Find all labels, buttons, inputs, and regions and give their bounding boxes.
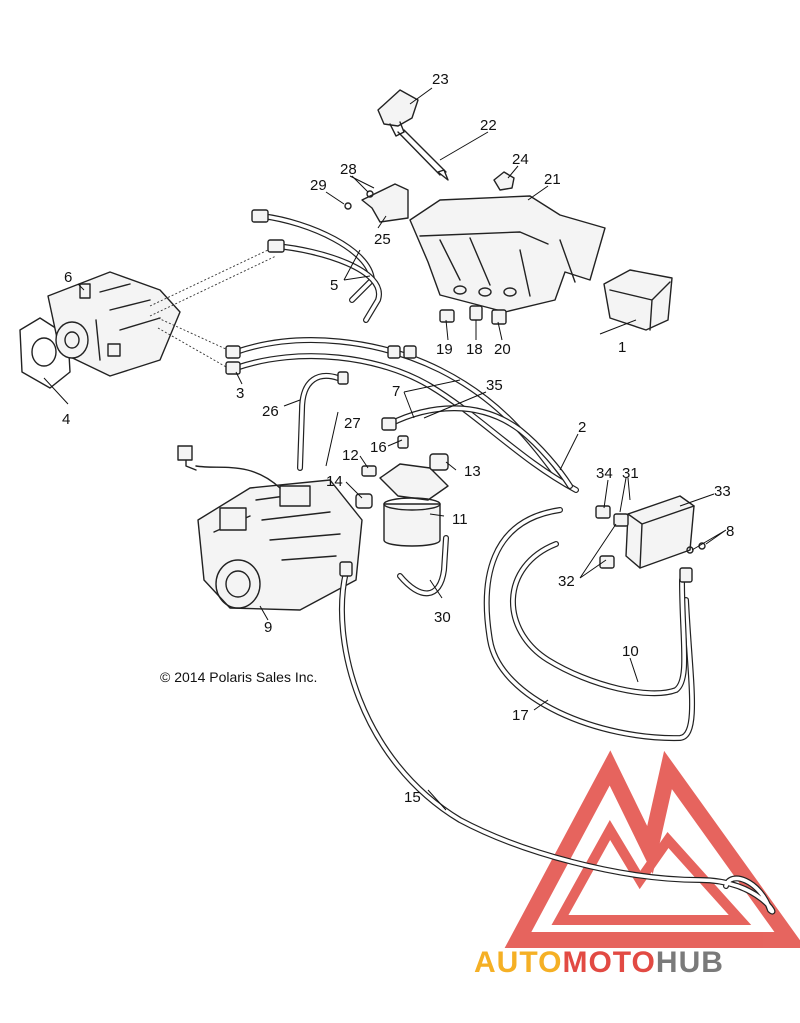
callout-5: 5 <box>330 277 338 294</box>
hydraulic-reservoir-part <box>409 195 606 313</box>
callout-30: 30 <box>434 609 451 626</box>
callout-19: 19 <box>436 341 453 358</box>
elbow-tube-part <box>397 535 449 597</box>
callout-20: 20 <box>494 341 511 358</box>
callout-labels: 23 22 24 21 28 29 25 5 6 1 19 18 20 3 7 … <box>62 71 734 806</box>
watermark-brand-moto: MOTO <box>562 946 655 979</box>
hydraulic-filter-part <box>379 463 449 547</box>
hydraulic-pump-part <box>19 271 181 389</box>
callout-24: 24 <box>512 151 529 168</box>
callout-18: 18 <box>466 341 483 358</box>
callout-1: 1 <box>618 339 626 356</box>
callout-9: 9 <box>264 619 272 636</box>
callout-10: 10 <box>622 643 639 660</box>
mounting-bracket-part <box>344 183 409 223</box>
watermark-triangle-logo <box>504 750 800 948</box>
long-hose-part <box>338 561 776 915</box>
callout-35: 35 <box>486 377 503 394</box>
filter-fittings-part <box>355 435 449 509</box>
callout-31: 31 <box>622 465 639 482</box>
pump-hoses-part <box>251 209 382 323</box>
callout-17: 17 <box>512 707 529 724</box>
callout-34: 34 <box>596 465 613 482</box>
callout-15: 15 <box>404 789 421 806</box>
callout-14: 14 <box>326 473 343 490</box>
watermark-brand-auto: AUTO <box>474 946 562 979</box>
bent-tube-part <box>297 371 349 471</box>
callout-29: 29 <box>310 177 327 194</box>
callout-8: 8 <box>726 523 734 540</box>
callout-13: 13 <box>464 463 481 480</box>
callout-2: 2 <box>578 419 586 436</box>
callout-7: 7 <box>392 383 400 400</box>
dipstick-part <box>397 129 449 181</box>
leader-lines <box>43 87 727 811</box>
callout-6: 6 <box>64 269 72 286</box>
dipstick-cap-part <box>377 89 419 137</box>
copyright-text: © 2014 Polaris Sales Inc. <box>160 669 317 685</box>
callout-27: 27 <box>344 415 361 432</box>
reservoir-cover-part <box>603 269 673 331</box>
callout-23: 23 <box>432 71 449 88</box>
callout-4: 4 <box>62 411 70 428</box>
callout-12: 12 <box>342 447 359 464</box>
callout-33: 33 <box>714 483 731 500</box>
callout-3: 3 <box>236 385 244 402</box>
callout-22: 22 <box>480 117 497 134</box>
callout-32: 32 <box>558 573 575 590</box>
control-valve-part <box>595 495 706 583</box>
callout-26: 26 <box>262 403 279 420</box>
callout-16: 16 <box>370 439 387 456</box>
watermark-brand-text: AUTOMOTOHUB <box>474 946 724 979</box>
callout-11: 11 <box>452 511 468 528</box>
watermark-brand-hub: HUB <box>656 946 724 979</box>
hose-loops-part <box>483 507 696 742</box>
callout-21: 21 <box>544 171 561 188</box>
callout-25: 25 <box>374 231 391 248</box>
assembly-guide-lines <box>149 249 277 369</box>
engine-assembly-part <box>177 445 363 611</box>
callout-28: 28 <box>340 161 357 178</box>
